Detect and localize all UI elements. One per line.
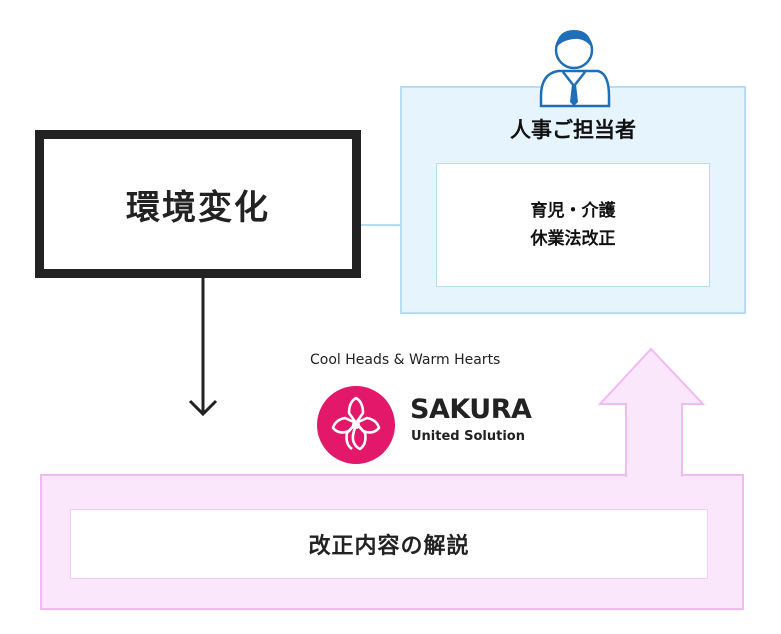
hr-panel-title: 人事ご担当者: [510, 118, 636, 142]
hr-topic-box: 育児・介護 休業法改正: [436, 163, 710, 287]
brand-tagline: Cool Heads & Warm Hearts: [310, 352, 501, 368]
explanation-box: 改正内容の解説: [70, 509, 708, 579]
environment-change-label: 環境変化: [126, 187, 270, 228]
hr-topic-line-2: 休業法改正: [530, 229, 616, 249]
up-arrow-icon: [597, 347, 706, 479]
brand-name: SAKURA: [410, 394, 532, 425]
down-arrow-icon: [188, 278, 218, 417]
hr-topic-line-1: 育児・介護: [530, 201, 616, 221]
environment-change-box: 環境変化: [35, 130, 361, 278]
explanation-label: 改正内容の解説: [308, 533, 470, 559]
brand-subtitle: United Solution: [411, 429, 525, 444]
sakura-flower-icon: [317, 386, 395, 464]
